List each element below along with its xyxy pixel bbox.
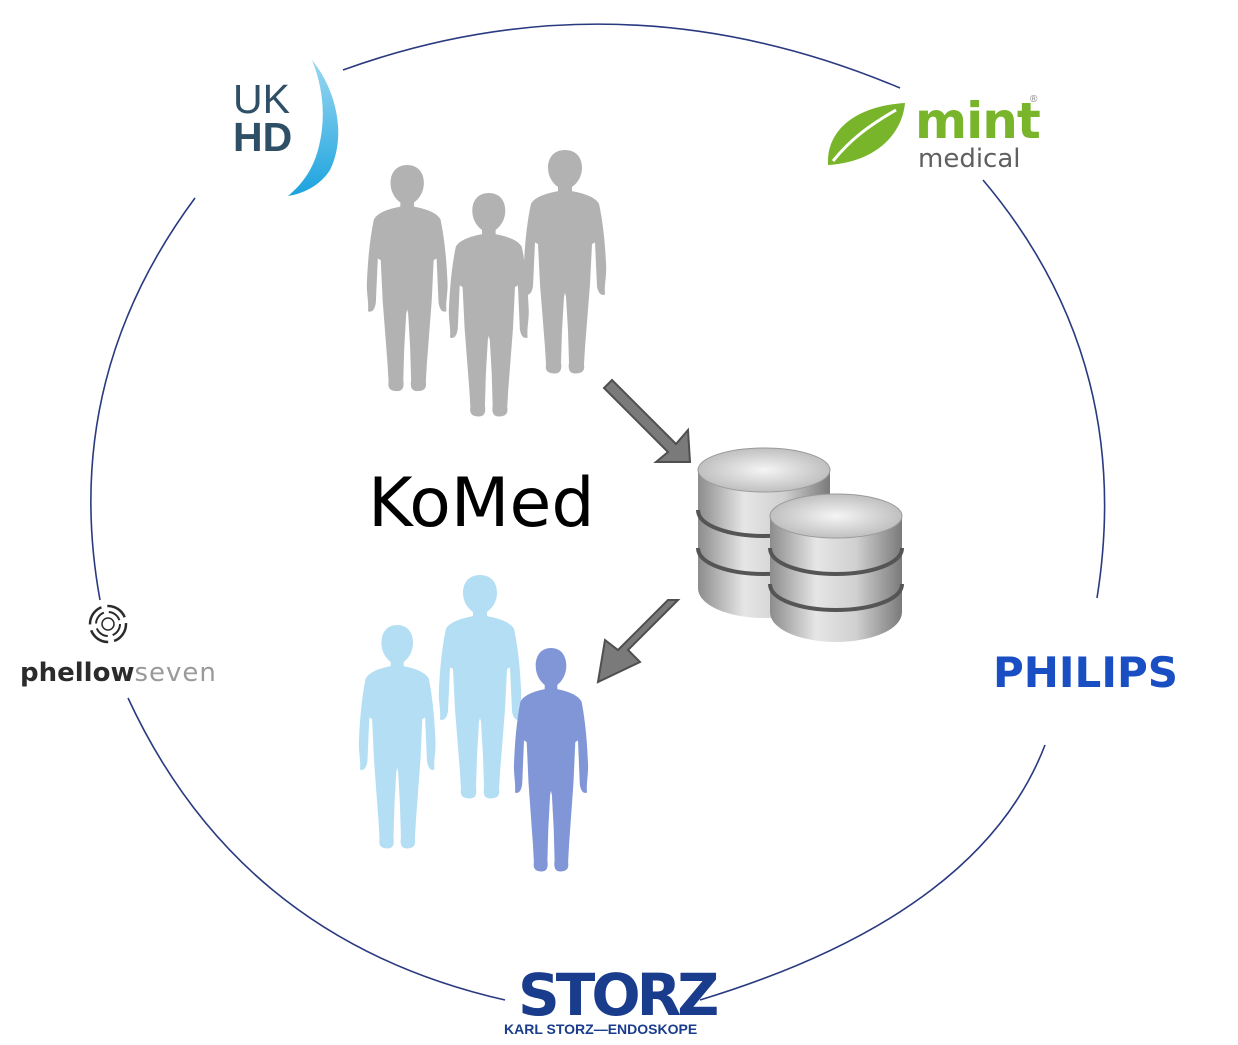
person-blue-right <box>513 648 589 872</box>
circle-arc-left <box>90 197 196 601</box>
database-cylinder-front <box>768 493 904 642</box>
circle-arc-top <box>342 23 901 89</box>
mint-logo-registered: ® <box>1030 94 1038 105</box>
mint-logo-word: mint <box>915 92 1041 150</box>
circle-arc-bottom <box>127 697 506 1001</box>
circle-arc-right <box>982 179 1106 599</box>
arrow-to-database <box>602 378 692 463</box>
person-gray-middle <box>448 193 529 417</box>
storz-logo-word: STORZ <box>518 961 719 1029</box>
database-icon <box>696 447 904 642</box>
phellowseven-logo: phellowseven <box>20 660 217 686</box>
person-lightblue-middle <box>438 575 522 799</box>
philips-logo: PHILIPS <box>993 648 1178 697</box>
phellowseven-light: seven <box>134 658 217 688</box>
ukhd-line1: UK <box>233 76 290 122</box>
people-group-blue <box>358 575 589 872</box>
people-group-gray <box>366 150 607 417</box>
partner-circle <box>90 23 1106 1001</box>
phellowseven-ring-icon <box>88 604 128 644</box>
ukhd-line2: HD <box>233 114 293 160</box>
person-lightblue-left <box>358 625 436 849</box>
ukhd-logo: UK HD <box>233 76 303 160</box>
diagram-title: KoMed <box>368 464 595 543</box>
arrow-from-database <box>596 599 681 684</box>
mint-logo-sub: medical <box>918 144 1021 174</box>
ukhd-swoosh-icon <box>288 60 339 196</box>
mint-leaf-icon <box>827 103 905 165</box>
phellowseven-bold: phellow <box>20 658 135 688</box>
person-gray-left <box>366 165 448 392</box>
person-gray-right <box>523 150 607 374</box>
storz-logo-sub: KARL STORZ—ENDOSKOPE <box>504 1021 698 1037</box>
circle-arc-lower-right <box>699 744 1046 1001</box>
